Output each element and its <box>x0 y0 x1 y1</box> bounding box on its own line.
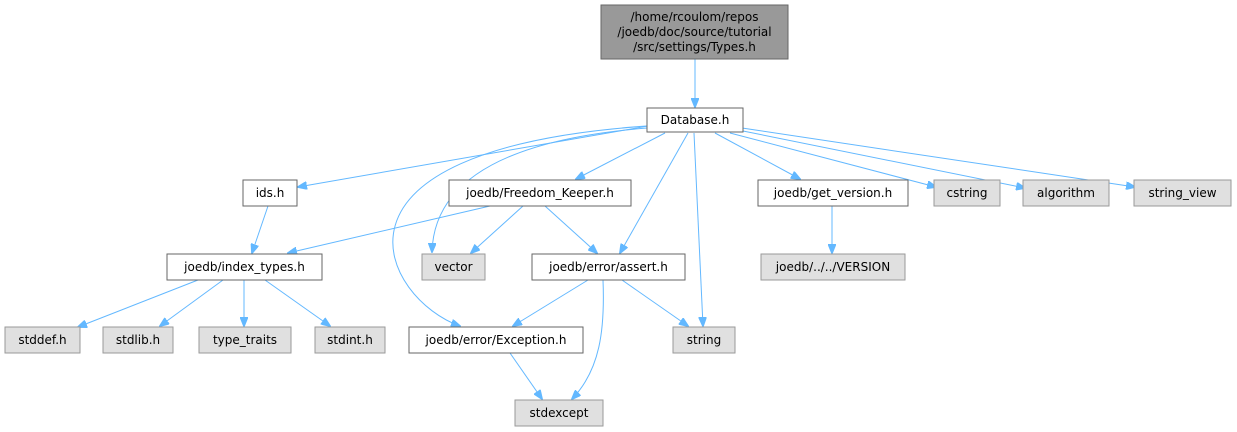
node-label: vector <box>434 260 472 274</box>
node-label: stdint.h <box>327 333 373 347</box>
node-get-version[interactable]: joedb/get_version.h <box>757 179 909 207</box>
edge-database-to-string <box>693 132 703 326</box>
node-box <box>531 253 686 281</box>
node-exception[interactable]: joedb/error/Exception.h <box>408 326 584 354</box>
node-assert[interactable]: joedb/error/assert.h <box>531 253 686 281</box>
edge-database-to-exception <box>392 125 648 326</box>
edge-index_types-to-stddef <box>78 279 199 327</box>
node-string: string <box>672 326 736 354</box>
edge-exception-to-stdexcept <box>509 352 542 399</box>
node-stdlib: stdlib.h <box>102 326 174 354</box>
node-label: string <box>687 333 721 347</box>
edge-index_types-to-stdlib <box>160 279 224 326</box>
node-stdexcept: stdexcept <box>514 399 604 427</box>
node-freedom-keeper[interactable]: joedb/Freedom_Keeper.h <box>448 179 632 207</box>
node-box <box>242 179 298 207</box>
node-box <box>514 399 604 427</box>
node-label: joedb/error/Exception.h <box>425 333 567 347</box>
node-label: Database.h <box>661 113 730 127</box>
node-label: algorithm <box>1037 186 1095 200</box>
node-types[interactable]: /home/rcoulom/repos/joedb/doc/source/tut… <box>600 4 789 60</box>
edge-database-to-algorithm <box>737 129 1025 188</box>
node-box <box>102 326 174 354</box>
edge-database-to-get_version <box>714 132 800 179</box>
node-box <box>672 326 736 354</box>
node-label: joedb/../../VERSION <box>775 260 890 274</box>
edge-freedom_keeper-to-index_types <box>288 205 491 253</box>
node-label: joedb/error/assert.h <box>548 260 668 274</box>
node-label: /src/settings/Types.h <box>633 40 756 54</box>
node-label: /home/rcoulom/repos <box>631 10 759 24</box>
node-label: stddef.h <box>18 333 66 347</box>
edge-freedom_keeper-to-assert <box>544 205 597 253</box>
edge-assert-to-exception <box>513 279 589 326</box>
node-ids[interactable]: ids.h <box>242 179 298 207</box>
node-box <box>166 253 323 281</box>
edge-database-to-ids <box>298 125 649 187</box>
edge-ids-to-index_types <box>252 205 269 253</box>
node-box <box>408 326 584 354</box>
node-box <box>760 253 906 281</box>
node-version: joedb/../../VERSION <box>760 253 906 281</box>
node-vector: vector <box>421 253 486 281</box>
edge-freedom_keeper-to-vector <box>471 205 524 253</box>
node-label: string_view <box>1148 186 1216 200</box>
edge-database-to-vector <box>432 127 648 252</box>
node-label: /joedb/doc/source/tutorial <box>617 25 771 39</box>
node-box <box>1022 179 1110 207</box>
node-label: joedb/index_types.h <box>183 260 305 274</box>
edge-assert-to-stdexcept <box>572 279 604 399</box>
edge-database-to-freedom_keeper <box>576 132 666 179</box>
node-string-view: string_view <box>1133 179 1232 207</box>
node-box <box>198 326 292 354</box>
node-label: joedb/get_version.h <box>773 186 892 200</box>
node-stdint: stdint.h <box>314 326 386 354</box>
node-label: cstring <box>946 186 987 200</box>
edge-database-to-cstring <box>729 132 936 187</box>
node-cstring: cstring <box>933 179 1001 207</box>
node-box <box>314 326 386 354</box>
node-label: joedb/Freedom_Keeper.h <box>465 186 614 200</box>
node-box <box>1133 179 1232 207</box>
node-box <box>933 179 1001 207</box>
node-label: stdlib.h <box>116 333 160 347</box>
node-type-traits: type_traits <box>198 326 292 354</box>
node-label: type_traits <box>213 333 277 347</box>
edge-database-to-string_view <box>741 127 1135 187</box>
nodes-layer: /home/rcoulom/repos/joedb/doc/source/tut… <box>4 4 1232 427</box>
node-box <box>4 326 81 354</box>
edge-assert-to-string <box>621 279 688 326</box>
node-algorithm: algorithm <box>1022 179 1110 207</box>
edges-layer <box>78 59 1135 399</box>
node-label: ids.h <box>256 186 285 200</box>
edge-index_types-to-stdint <box>264 279 330 326</box>
node-box <box>757 179 909 207</box>
node-box <box>600 4 789 60</box>
node-database[interactable]: Database.h <box>646 107 744 133</box>
node-index-types[interactable]: joedb/index_types.h <box>166 253 323 281</box>
edge-database-to-assert <box>620 132 689 253</box>
node-box <box>421 253 486 281</box>
node-box <box>448 179 632 207</box>
node-stddef: stddef.h <box>4 326 81 354</box>
node-box <box>646 107 744 133</box>
node-label: stdexcept <box>530 406 589 420</box>
